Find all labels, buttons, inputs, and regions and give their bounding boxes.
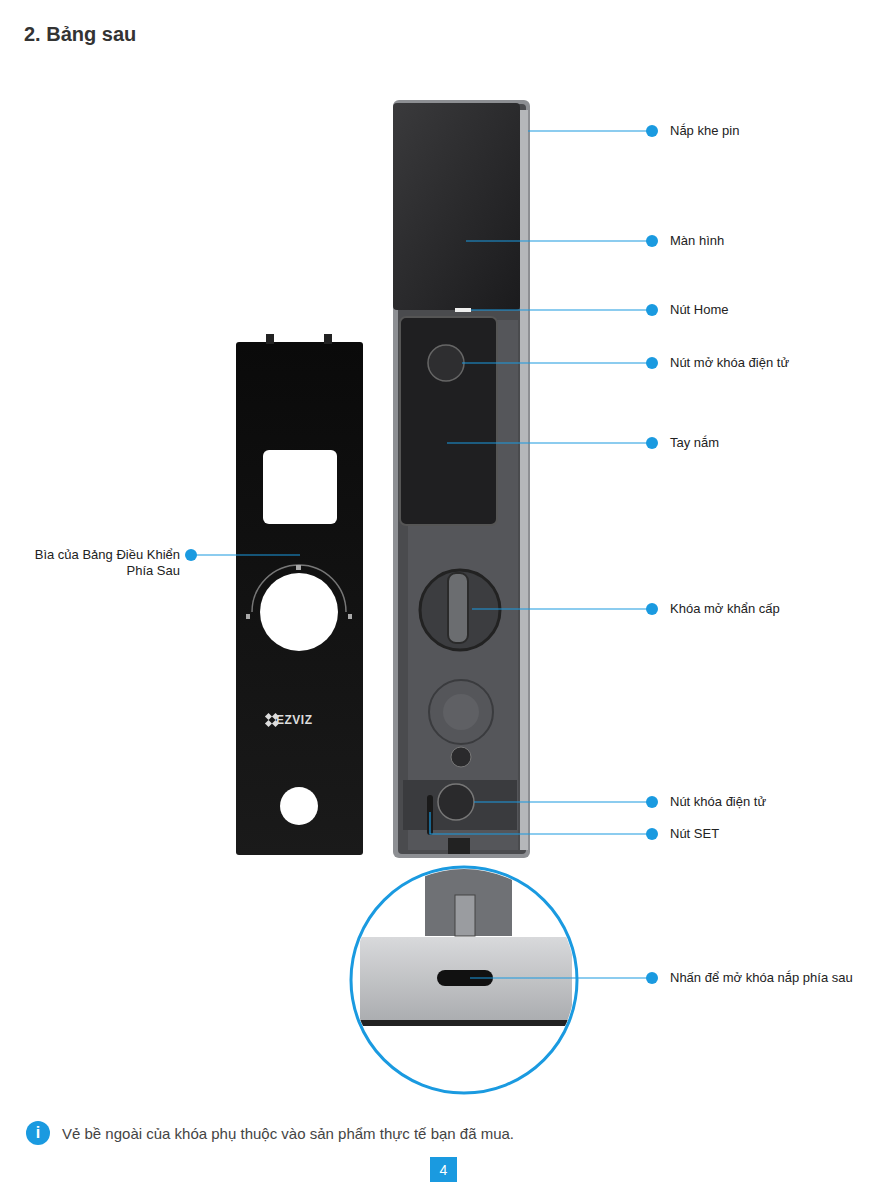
page-number: 4 bbox=[430, 1157, 457, 1182]
node-text: i bbox=[36, 1124, 40, 1142]
brand-logo: EZVIZ bbox=[276, 712, 313, 728]
cover-label: Bìa của Bảng Điều Khiển Phía Sau bbox=[18, 547, 180, 579]
note-text: Vẻ bề ngoài của khóa phụ thuộc vào sản p… bbox=[62, 1125, 514, 1143]
page-title: 2. Bảng sau bbox=[24, 21, 136, 47]
part-label: Nắp khe pin bbox=[670, 123, 739, 139]
part-label: Nút mở khóa điện tử bbox=[670, 355, 789, 371]
part-label: Nút SET bbox=[670, 826, 719, 842]
part-label: Khóa mở khẩn cấp bbox=[670, 601, 780, 617]
part-label: Tay nắm bbox=[670, 435, 719, 451]
node-text: 4 bbox=[440, 1162, 448, 1178]
info-icon: i bbox=[26, 1121, 50, 1145]
part-label: Màn hình bbox=[670, 233, 724, 249]
part-label: Nhấn để mở khóa nắp phía sau bbox=[670, 970, 853, 986]
part-label: Nút Home bbox=[670, 302, 729, 318]
part-label: Nút khóa điện tử bbox=[670, 794, 766, 810]
